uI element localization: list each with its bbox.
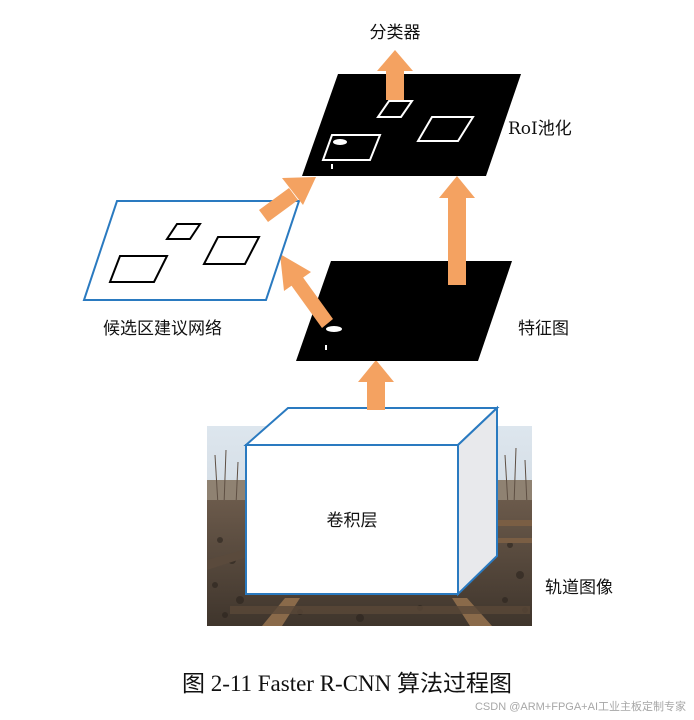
feature-spot bbox=[326, 326, 342, 332]
roi-box bbox=[416, 116, 475, 142]
rpn-plane bbox=[82, 200, 301, 301]
feature-map-plane bbox=[296, 261, 512, 361]
arrow-roi-to-classifier bbox=[377, 50, 413, 100]
roi-pooling-label: RoI池化 bbox=[508, 119, 572, 139]
figure-caption: 图 2-11 Faster R-CNN 算法过程图 bbox=[182, 671, 512, 696]
track-image-label: 轨道图像 bbox=[545, 578, 613, 598]
roi-box bbox=[321, 134, 382, 161]
classifier-label: 分类器 bbox=[370, 23, 421, 43]
arrow-rpn-to-roi bbox=[259, 177, 316, 222]
conv-layer-box: 卷积层 bbox=[243, 405, 500, 597]
arrow-conv-to-feature bbox=[358, 360, 394, 410]
arrow-feature-to-roi bbox=[439, 176, 475, 285]
rpn-proposal-box bbox=[202, 236, 261, 265]
rpn-proposal-box bbox=[165, 223, 202, 240]
feature-map-label: 特征图 bbox=[518, 319, 569, 339]
rpn-proposal-box bbox=[108, 255, 169, 283]
roi-pooling-plane bbox=[302, 74, 521, 176]
roi-box bbox=[376, 100, 414, 118]
csdn-watermark: CSDN @ARM+FPGA+AI工业主板定制专家 bbox=[475, 699, 686, 713]
rpn-label: 候选区建议网络 bbox=[103, 319, 222, 339]
conv-box-front bbox=[245, 444, 459, 595]
conv-layer-label: 卷积层 bbox=[327, 511, 378, 531]
arrow-feature-to-rpn bbox=[280, 254, 333, 328]
conv-box-top bbox=[243, 407, 500, 446]
